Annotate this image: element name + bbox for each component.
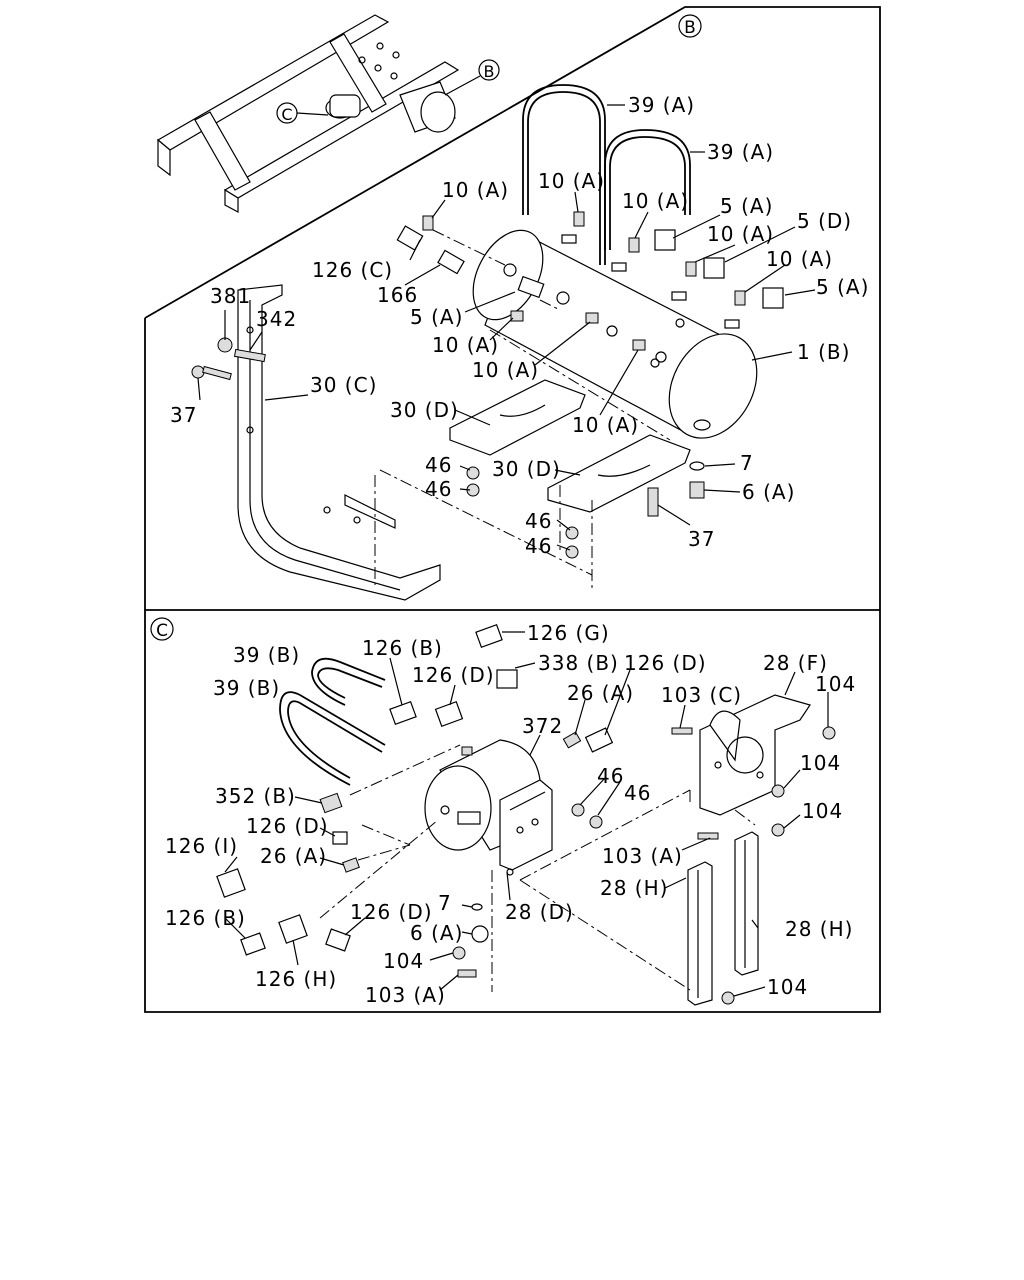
label-352b: 352 (B) bbox=[215, 784, 296, 808]
label-342: 342 bbox=[256, 307, 297, 331]
label-28d: 28 (D) bbox=[505, 900, 574, 924]
label-10a-2: 10 (A) bbox=[538, 169, 605, 193]
label-30d-2: 30 (D) bbox=[492, 457, 561, 481]
leader-lines-c bbox=[224, 631, 829, 997]
label-10a-1: 10 (A) bbox=[442, 178, 509, 202]
label-39a-1: 39 (A) bbox=[628, 93, 695, 117]
label-46-c2: 46 bbox=[624, 781, 651, 805]
label-28h-1: 28 (H) bbox=[600, 876, 668, 900]
tank-fittings bbox=[396, 211, 784, 351]
leader-lines-b bbox=[197, 104, 816, 551]
label-46-2: 46 bbox=[425, 477, 452, 501]
label-126b-1: 126 (B) bbox=[362, 636, 443, 660]
label-5a-2: 5 (A) bbox=[816, 275, 869, 299]
label-5a-3: 5 (A) bbox=[410, 305, 463, 329]
u-bolts-39a bbox=[522, 84, 691, 265]
label-7-b: 7 bbox=[740, 451, 754, 475]
label-39b-2: 39 (B) bbox=[213, 676, 280, 700]
overview-marker-b: B bbox=[444, 59, 500, 96]
labels-c: 126 (G) 39 (B) 126 (B) 338 (B) 126 (D) 1… bbox=[165, 621, 856, 1007]
air-tank-1b bbox=[472, 229, 758, 439]
label-104-5: 104 bbox=[767, 975, 808, 999]
label-30d-1: 30 (D) bbox=[390, 398, 459, 422]
label-26a-1: 26 (A) bbox=[567, 681, 634, 705]
label-126i: 126 (I) bbox=[165, 834, 238, 858]
label-104-1: 104 bbox=[815, 672, 856, 696]
label-6a-b: 6 (A) bbox=[742, 480, 795, 504]
label-10a-5: 10 (A) bbox=[766, 247, 833, 271]
svg-text:B: B bbox=[484, 62, 495, 81]
label-46-1: 46 bbox=[425, 453, 452, 477]
label-10a-4: 10 (A) bbox=[707, 222, 774, 246]
fittings-c bbox=[216, 623, 836, 1005]
label-10a-7: 10 (A) bbox=[472, 358, 539, 382]
label-103c: 103 (C) bbox=[661, 683, 742, 707]
label-39a-2: 39 (A) bbox=[707, 140, 774, 164]
labels-b: 39 (A) 39 (A) 10 (A) 10 (A) 10 (A) 5 (A)… bbox=[170, 93, 869, 558]
label-30c: 30 (C) bbox=[310, 373, 377, 397]
overview-tank-b bbox=[399, 81, 456, 133]
label-10a-3: 10 (A) bbox=[622, 189, 689, 213]
label-6a-c: 6 (A) bbox=[410, 921, 463, 945]
svg-text:C: C bbox=[156, 621, 168, 641]
label-104-3: 104 bbox=[802, 799, 843, 823]
chassis-frame-overview: C B bbox=[156, 14, 500, 214]
overview-marker-c: C bbox=[276, 102, 329, 124]
label-46-3: 46 bbox=[525, 509, 552, 533]
bracket-30d-upper bbox=[449, 379, 586, 456]
label-5a-1: 5 (A) bbox=[720, 194, 773, 218]
assembly-dash-lines-c bbox=[319, 744, 756, 992]
label-103a-2: 103 (A) bbox=[365, 983, 446, 1007]
hardware-b bbox=[191, 337, 705, 559]
panel-b-marker: B bbox=[678, 14, 702, 38]
label-37-1: 37 bbox=[170, 403, 197, 427]
label-126h: 126 (H) bbox=[255, 967, 337, 991]
label-39b-1: 39 (B) bbox=[233, 643, 300, 667]
panel-frames bbox=[144, 6, 881, 1013]
label-28f: 28 (F) bbox=[763, 651, 828, 675]
label-10a-8: 10 (A) bbox=[572, 413, 639, 437]
label-37-2: 37 bbox=[688, 527, 715, 551]
panel-c-marker: C bbox=[150, 617, 174, 641]
label-126b-2: 126 (B) bbox=[165, 906, 246, 930]
bracket-28f bbox=[699, 694, 811, 816]
label-46-c1: 46 bbox=[597, 764, 624, 788]
label-338b: 338 (B) bbox=[538, 651, 619, 675]
label-126g: 126 (G) bbox=[527, 621, 610, 645]
label-5d: 5 (D) bbox=[797, 209, 852, 233]
label-372: 372 bbox=[522, 714, 563, 738]
label-28h-2: 28 (H) bbox=[785, 917, 853, 941]
label-7-c: 7 bbox=[438, 891, 452, 915]
svg-text:C: C bbox=[281, 105, 292, 124]
label-126d-1: 126 (D) bbox=[412, 663, 495, 687]
label-126d-3: 126 (D) bbox=[246, 814, 329, 838]
panel-b: B C B bbox=[156, 14, 869, 601]
panel-c: C bbox=[150, 617, 856, 1007]
label-10a-6: 10 (A) bbox=[432, 333, 499, 357]
label-166: 166 bbox=[377, 283, 418, 307]
bracket-30c bbox=[237, 284, 441, 601]
svg-text:B: B bbox=[684, 18, 696, 38]
label-126d-4: 126 (D) bbox=[350, 900, 433, 924]
u-bolts-39b bbox=[279, 657, 386, 786]
label-126d-2: 126 (D) bbox=[624, 651, 707, 675]
bracket-30d-lower bbox=[547, 434, 691, 513]
label-26a-2: 26 (A) bbox=[260, 844, 327, 868]
label-104-4: 104 bbox=[383, 949, 424, 973]
label-103a-1: 103 (A) bbox=[602, 844, 683, 868]
label-126c: 126 (C) bbox=[312, 258, 393, 282]
assembly-dash-lines-b bbox=[374, 329, 671, 590]
label-46-4: 46 bbox=[525, 534, 552, 558]
label-1b: 1 (B) bbox=[797, 340, 850, 364]
channel-28h-right bbox=[734, 831, 759, 976]
bracket-28d bbox=[499, 779, 553, 876]
channel-28h-left bbox=[687, 861, 713, 1006]
label-381: 381 bbox=[210, 284, 251, 308]
label-104-2: 104 bbox=[800, 751, 841, 775]
